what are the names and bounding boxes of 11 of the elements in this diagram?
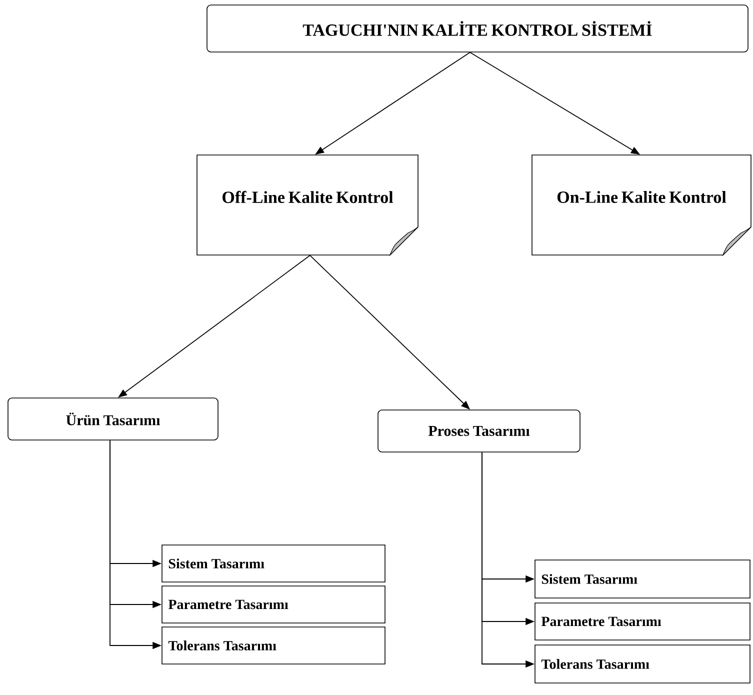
step-box: Sistem Tasarımı (162, 544, 386, 582)
step-box: Tolerans Tasarımı (162, 626, 386, 664)
step-box: Parametre Tasarımı (534, 602, 750, 640)
step-box: Parametre Tasarımı (162, 586, 386, 624)
process-box: Proses Tasarımı (378, 410, 580, 452)
page-box: Off-Line Kalite Kontrol (196, 154, 418, 256)
step-box: Tolerans Tasarımı (534, 644, 750, 684)
page-box: On-Line Kalite Kontrol (532, 154, 752, 256)
process-box: Ürün Tasarımı (8, 398, 218, 440)
title-box: TAGUCHI'NIN KALİTE KONTROL SİSTEMİ (206, 4, 748, 52)
step-box: Sistem Tasarımı (534, 560, 750, 598)
